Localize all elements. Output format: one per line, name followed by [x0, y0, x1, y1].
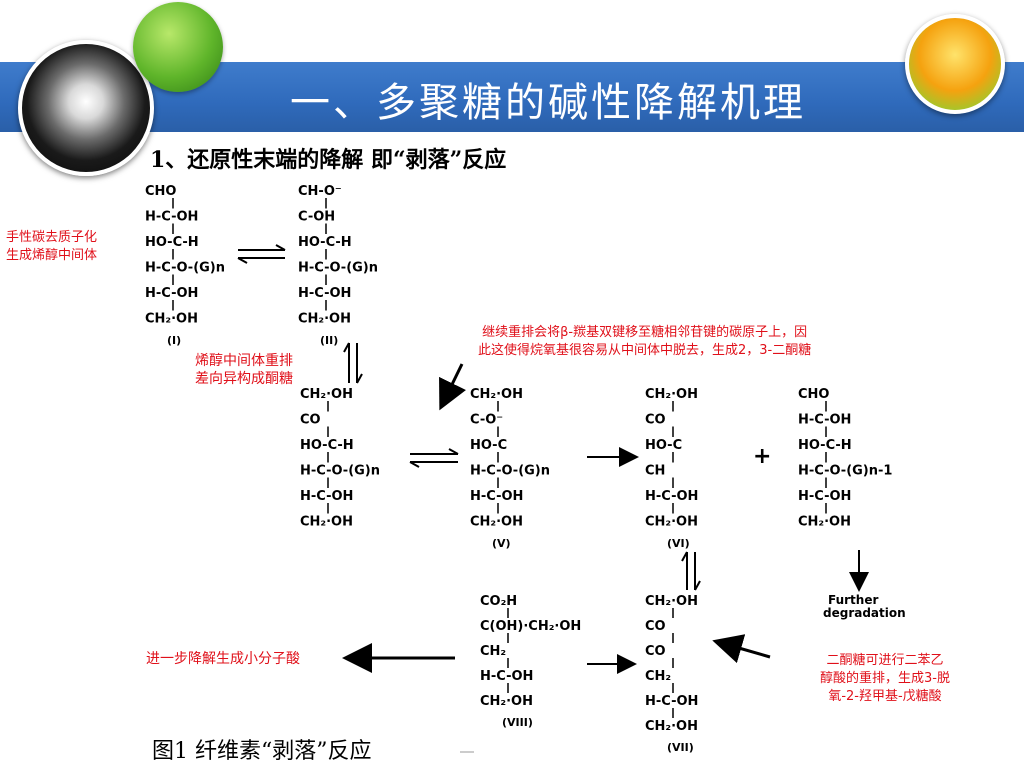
- structure-line: CO: [300, 413, 321, 428]
- further-label: Further: [828, 593, 878, 607]
- structure-line: CH₂·OH: [480, 694, 533, 709]
- equilibrium-arrow-4: [681, 551, 701, 591]
- note-line: 醇酸的重排，生成3-脱: [820, 671, 950, 686]
- structure-line: CH₂·OH: [470, 515, 523, 530]
- structure-label: (VIII): [502, 716, 533, 729]
- structure-line: H-C-O-(G)n: [145, 261, 225, 276]
- structure-line: HO-C: [470, 438, 507, 453]
- structure-label: (II): [320, 334, 338, 347]
- structure-line: H-C-OH: [798, 413, 851, 428]
- degradation-label: degradation: [823, 606, 906, 620]
- note-beta-carbonyl: 继续重排会将β-羰基双键移至糖相邻苷键的碳原子上，因 此这使得烷氧基很容易从中间…: [478, 324, 811, 360]
- dandelion-photo: [18, 40, 154, 176]
- structure-line: H-C-OH: [298, 286, 351, 301]
- note-line: 烯醇中间体重排: [195, 353, 293, 369]
- structure-line: CH₂·OH: [470, 387, 523, 402]
- note-line: 生成烯醇中间体: [6, 248, 98, 263]
- structure-line: CH₂·OH: [645, 594, 698, 609]
- structure-line: CH₂·OH: [645, 387, 698, 402]
- structure-line: H-C-OH: [480, 669, 533, 684]
- structure-line: CHO: [798, 387, 829, 402]
- note-enol-rearrange: 烯醇中间体重排 差向异构成酮糖: [195, 352, 293, 388]
- section-subtitle: 1、还原性末端的降解 即“剥落”反应: [150, 147, 507, 173]
- structure-line: CH₂·OH: [645, 515, 698, 530]
- equilibrium-arrow-3: [409, 448, 459, 468]
- structure-line: CHO: [145, 184, 176, 199]
- plus-sign: +: [753, 444, 771, 469]
- equilibrium-arrow-1: [237, 244, 286, 264]
- structure-line: H-C-OH: [300, 489, 353, 504]
- structure-line: CH₂: [480, 644, 506, 659]
- structure-line: CH-O⁻: [298, 184, 342, 199]
- note-line: 进一步降解生成小分子酸: [146, 651, 300, 667]
- note-benzilic: 二酮糖可进行二苯乙 醇酸的重排，生成3-脱 氧-2-羟甲基-戊糖酸: [790, 652, 980, 706]
- structure-line: CH₂·OH: [798, 515, 851, 530]
- structure-VII: CH₂·OH CO CO CH₂ H-C-OH CH₂·OH (VII): [645, 594, 698, 754]
- slide-title: 一、多聚糖的碱性降解机理: [290, 80, 806, 126]
- structure-III: CH₂·OH CO HO-C-H H-C-O-(G)nH-C-OH CH₂·OH: [300, 387, 380, 530]
- structure-line: HO-C: [645, 438, 682, 453]
- structure-line: H-C-OH: [798, 489, 851, 504]
- note-line: 手性碳去质子化: [6, 230, 98, 245]
- structure-line: CH₂: [645, 669, 671, 684]
- structure-label: (VI): [667, 537, 690, 550]
- structure-line: H-C-OH: [645, 694, 698, 709]
- structure-line: H-C-OH: [145, 286, 198, 301]
- structure-line: C-OH: [298, 210, 335, 225]
- structure-label: (I): [167, 334, 181, 347]
- structure-line: H-C-O-(G)n: [470, 464, 550, 479]
- note-chiral-carbon: 手性碳去质子化 生成烯醇中间体: [6, 229, 97, 265]
- structure-line: CO₂H: [480, 594, 517, 609]
- structure-label: (VII): [667, 741, 694, 754]
- structure-line: CH₂·OH: [298, 312, 351, 327]
- structure-line: CH₂·OH: [145, 312, 198, 327]
- structure-line: HO-C-H: [300, 438, 354, 453]
- note-further-degrade: 进一步降解生成小分子酸: [146, 650, 300, 668]
- structure-line: C(OH)·CH₂·OH: [480, 619, 581, 634]
- note-line: 此这使得烷氧基很容易从中间体中脱去，生成2，3-二酮糖: [478, 343, 812, 358]
- flower-photo: [905, 14, 1005, 114]
- structure-line: CH₂·OH: [300, 515, 353, 530]
- note-line: 继续重排会将β-羰基双键移至糖相邻苷键的碳原子上，因: [482, 325, 808, 340]
- structure-II: CH-O⁻ C-OH HO-C-H H-C-O-(G)nH-C-OH CH₂·OH (II…: [298, 184, 378, 347]
- structure-line: H-C-O-(G)n: [300, 464, 380, 479]
- structure-line: CO: [645, 413, 666, 428]
- structure-label: (V): [492, 537, 511, 550]
- structure-line: C-O⁻: [470, 413, 503, 428]
- structure-line: CH₂·OH: [300, 387, 353, 402]
- structure-line: HO-C-H: [145, 235, 199, 250]
- structure-line: H-C-O-(G)n: [298, 261, 378, 276]
- structure-line: CH₂·OH: [645, 719, 698, 734]
- equilibrium-arrow-2: [343, 342, 363, 384]
- structure-V: CH₂·OH C-O⁻ HO-C H-C-O-(G)nH-C-OH CH₂·OH (V): [470, 387, 550, 550]
- note-line: 二酮糖可进行二苯乙: [826, 653, 944, 668]
- note-line: 差向异构成酮糖: [195, 371, 293, 387]
- green-ball: [133, 2, 223, 92]
- structure-line: H-C-OH: [645, 489, 698, 504]
- structure-VIII: CO₂H C(OH)·CH₂·OH CH₂ H-C-OH CH₂·OH (VIII): [480, 594, 581, 729]
- note-line: 氧-2-羟甲基-戊糖酸: [828, 689, 942, 704]
- structure-line: H-C-OH: [145, 210, 198, 225]
- structure-line: CO: [645, 644, 666, 659]
- structure-line: H-C-OH: [470, 489, 523, 504]
- pointer-arrow-rearrange: [439, 363, 467, 411]
- structure-VI: CH₂·OH CO HO-C CH H-C-OH CH₂·OH (VI): [645, 387, 698, 550]
- structure-line: HO-C-H: [298, 235, 352, 250]
- pointer-arrow-benzilic: [712, 634, 771, 664]
- structure-line: CH: [645, 464, 665, 479]
- figure-caption: 图1 纤维素“剥落”反应: [152, 739, 372, 764]
- structure-line: H-C-O-(G)n-1: [798, 464, 892, 479]
- structure-line: CO: [645, 619, 666, 634]
- structure-line: HO-C-H: [798, 438, 852, 453]
